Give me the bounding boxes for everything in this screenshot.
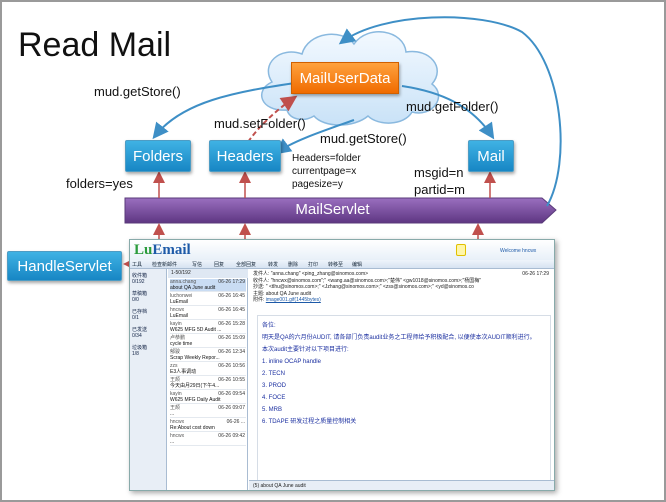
toolbar-compose[interactable]: 写信: [192, 262, 203, 268]
arrow-setfolder: [247, 95, 298, 143]
arrow-getfolder-mail: [401, 85, 495, 140]
toolbar-tools[interactable]: 工具: [132, 262, 143, 268]
label-folders-yes: folders=yes: [66, 176, 133, 191]
label-mail-params: msgid=n partid=m: [414, 165, 465, 197]
toolbar-reply[interactable]: 回复: [214, 262, 225, 268]
headers-node: Headers: [209, 140, 281, 172]
toolbar-forward[interactable]: 转发: [268, 262, 279, 268]
label-setfolder: mud.setFolder(): [214, 116, 306, 131]
message-body: 各位: 明天是QA的六月份AUDIT, 请各部门负责audit业务之工程师给予积…: [257, 315, 551, 481]
label-getstore-center: mud.getStore(): [320, 131, 407, 146]
toolbar-move-to[interactable]: 转移至: [328, 262, 344, 268]
toolbar-print[interactable]: 打印: [308, 262, 319, 268]
attachment-link[interactable]: image001.gif(1445bytes): [265, 297, 321, 303]
label-headers-params: Headers=folder currentpage=x pagesize=y: [292, 153, 361, 190]
message-headers: 发件人: "anna.chang" <ping_zhang@sinomos.co…: [253, 271, 549, 303]
arrow-loop-top: [338, 16, 562, 207]
handle-servlet-node: HandleServlet: [7, 251, 122, 281]
message-list-header: 1-50/192: [168, 269, 248, 278]
luemail-logo: LuEmail: [134, 242, 191, 258]
mail-servlet-bar: [124, 197, 557, 224]
mail-node: Mail: [468, 140, 514, 172]
mail-servlet-label: MailServlet: [295, 200, 370, 218]
bulb-icon[interactable]: [456, 244, 466, 256]
mail-user-data-node: MailUserData: [291, 62, 399, 94]
email-client-screenshot: LuEmail Welcome hncwx 工具 检查新邮件 写信 回复 全部回…: [129, 239, 555, 491]
welcome-text: Welcome hncwx: [500, 248, 537, 254]
label-getstore-left: mud.getStore(): [94, 84, 181, 99]
folders-node: Folders: [125, 140, 191, 172]
arrow-getstore-folders: [152, 81, 303, 140]
email-header-bar: LuEmail Welcome hncwx: [130, 240, 554, 260]
label-getfolder: mud.getFolder(): [406, 99, 499, 114]
status-bar: (5) about QA June audit: [249, 480, 554, 490]
arrow-getstore-headers: [274, 119, 355, 155]
toolbar-check-mail[interactable]: 检查新邮件: [152, 262, 178, 268]
toolbar-delete[interactable]: 删除: [288, 262, 299, 268]
toolbar-reply-all[interactable]: 全部回复: [236, 262, 257, 268]
toolbar-edit[interactable]: 编辑: [352, 262, 363, 268]
reading-pane: 发件人: "anna.chang" <ping_zhang@sinomos.co…: [249, 269, 554, 490]
email-toolbar: 工具 检查新邮件 写信 回复 全部回复 转发 删除 打印 转移至 编辑: [130, 260, 554, 269]
slide-title: Read Mail: [18, 26, 172, 64]
